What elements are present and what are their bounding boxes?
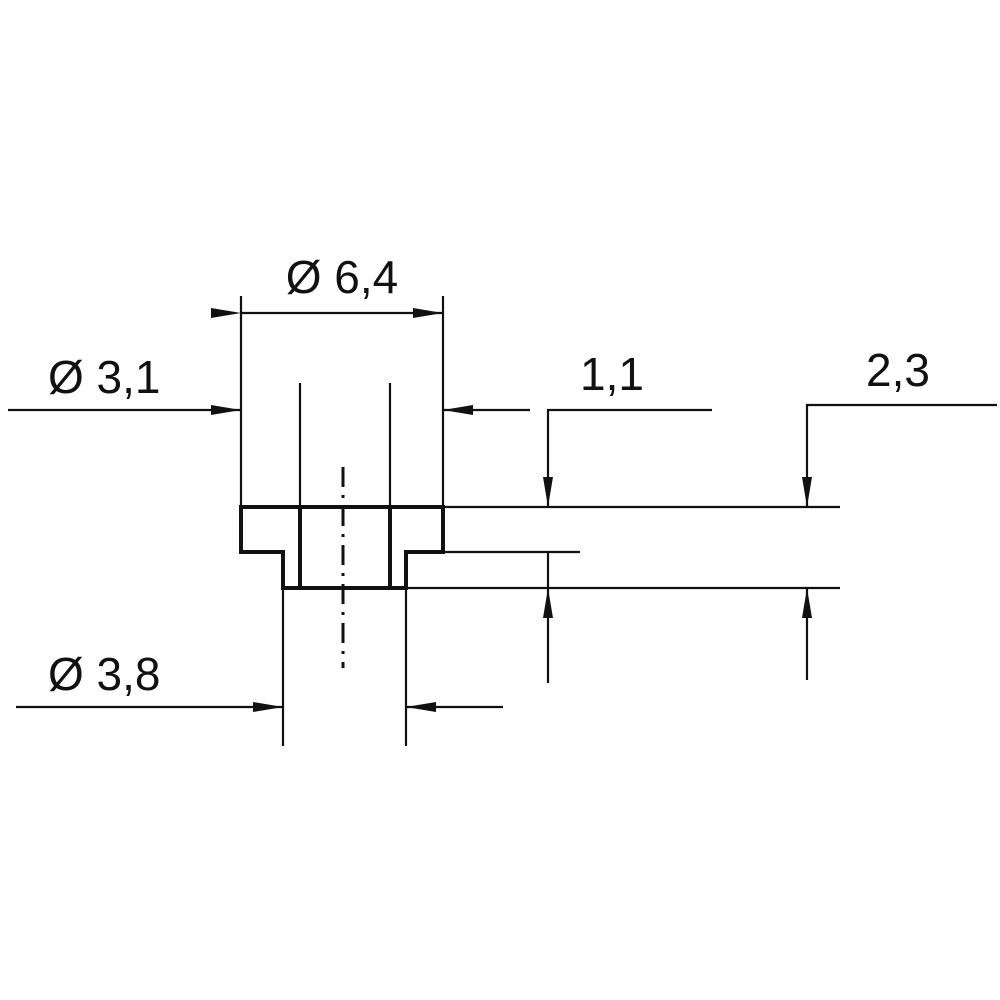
total-height-label: 2,3 <box>866 344 930 396</box>
left-hatched-section <box>239 505 302 590</box>
dim-hole-diameter: Ø 3,1 <box>8 351 530 415</box>
extension-lines <box>239 296 840 746</box>
dim-shank-diameter: Ø 3,8 <box>16 648 503 712</box>
part-section <box>239 467 445 668</box>
dim-total-height: 2,3 <box>802 344 997 680</box>
right-hatched-section <box>388 505 445 590</box>
flange-diameter-label: Ø 6,4 <box>286 251 399 303</box>
hole-diameter-label: Ø 3,1 <box>48 351 161 403</box>
dim-flange-thickness: 1,1 <box>543 348 712 683</box>
dim-flange-diameter: Ø 6,4 <box>211 251 443 318</box>
flange-thickness-label: 1,1 <box>580 348 644 400</box>
shank-diameter-label: Ø 3,8 <box>48 648 161 700</box>
